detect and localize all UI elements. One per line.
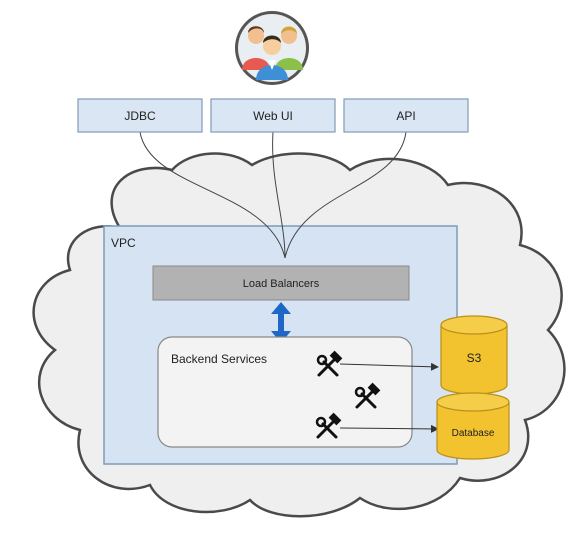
database-connection-arrow <box>339 424 439 433</box>
api-box[interactable] <box>343 98 469 133</box>
api-label: API <box>396 109 415 123</box>
jdbc-label: JDBC <box>124 109 156 123</box>
database-storage[interactable] <box>436 392 510 460</box>
api-connection <box>284 131 407 259</box>
s3-connection-arrow <box>339 362 439 371</box>
backend-services-label: Backend Services <box>171 352 267 366</box>
load-balancers-label: Load Balancers <box>243 278 320 290</box>
load-balancers-box[interactable] <box>152 265 410 301</box>
tools-icon <box>354 382 381 409</box>
webui-connection <box>272 131 286 259</box>
webui-box[interactable] <box>210 98 336 133</box>
tools-icon <box>316 350 343 377</box>
s3-storage[interactable] <box>440 315 508 395</box>
vpc-label: VPC <box>111 236 136 250</box>
tools-icon <box>315 412 342 439</box>
s3-label: S3 <box>467 351 482 365</box>
jdbc-connection <box>139 131 286 259</box>
jdbc-box[interactable] <box>77 98 203 133</box>
users-group-icon <box>235 11 309 85</box>
database-label: Database <box>452 428 495 439</box>
webui-label: Web UI <box>253 109 293 123</box>
